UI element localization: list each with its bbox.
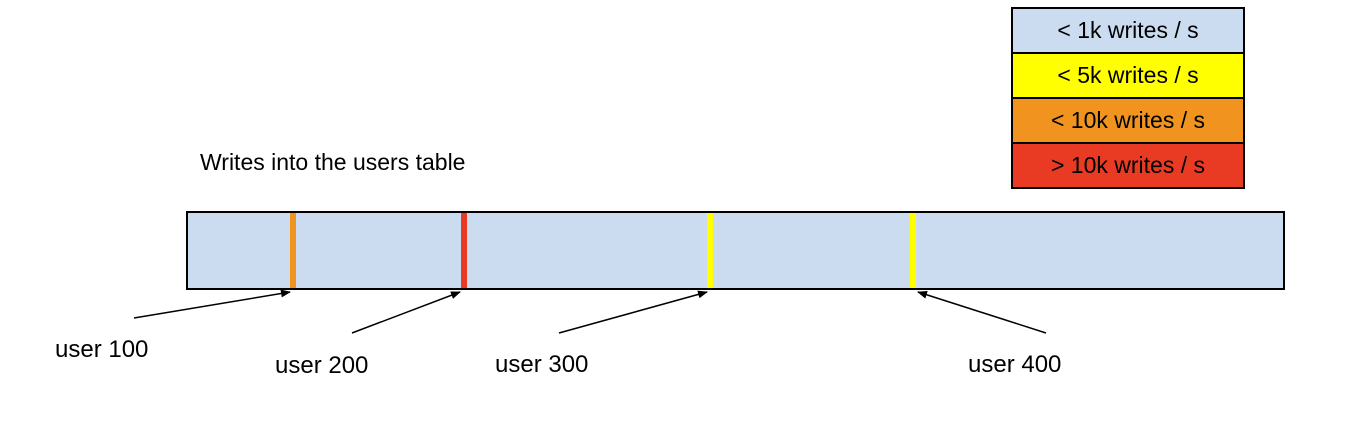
user-label-100: user 100 (55, 336, 149, 363)
write-rate-marker-user-200 (460, 213, 467, 288)
user-label-200: user 200 (275, 352, 369, 379)
write-rate-marker-user-300 (707, 213, 714, 288)
diagram-title: Writes into the users table (200, 149, 466, 175)
legend: < 1k writes / s < 5k writes / s < 10k wr… (1011, 7, 1245, 189)
legend-row: < 5k writes / s (1011, 52, 1245, 99)
users-table-bar (186, 211, 1285, 290)
write-rate-marker-user-400 (909, 213, 916, 288)
write-rate-marker-user-100 (290, 213, 297, 288)
legend-row: < 10k writes / s (1011, 97, 1245, 144)
arrow-user-400 (917, 290, 1047, 334)
user-label-400: user 400 (968, 351, 1062, 378)
legend-row: > 10k writes / s (1011, 142, 1245, 189)
user-label-300: user 300 (495, 351, 589, 378)
legend-label: < 10k writes / s (1050, 107, 1206, 133)
arrow-user-100 (133, 289, 291, 319)
arrow-user-200 (351, 291, 461, 334)
arrow-user-300 (558, 290, 708, 334)
legend-row: < 1k writes / s (1011, 7, 1245, 54)
legend-label: < 5k writes / s (1057, 62, 1199, 88)
legend-label: > 10k writes / s (1050, 152, 1206, 178)
legend-label: < 1k writes / s (1057, 17, 1199, 43)
